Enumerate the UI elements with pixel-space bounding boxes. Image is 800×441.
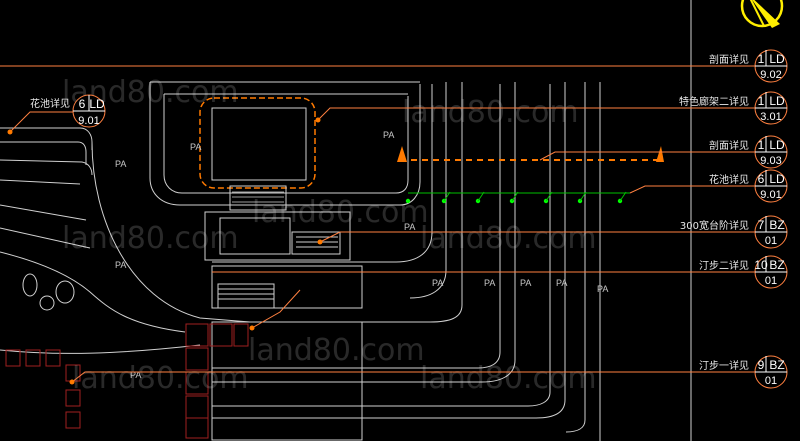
callout-text: 花池详见 <box>709 173 749 186</box>
callout-code: BZ <box>769 358 784 372</box>
steps-and-walls <box>204 211 363 441</box>
callout-sheet: 3.01 <box>760 111 781 123</box>
callout-1[interactable]: 特色廊架二详见 1 LD 3.01 <box>679 91 788 125</box>
planting-bands <box>0 127 251 354</box>
callout-sheet: 01 <box>765 275 777 287</box>
callout-sheet: 9.03 <box>760 155 781 167</box>
callout-text: 剖面详见 <box>709 53 749 66</box>
watermark: land80.com <box>72 361 249 396</box>
green-tick <box>477 191 485 202</box>
leader-lines <box>0 65 756 383</box>
area-labels: PA PA PA PA PA PA PA PA PA PA PA <box>115 130 608 380</box>
callout-code: LD <box>769 172 785 186</box>
pa-label: PA <box>556 278 567 288</box>
callout-code: LD <box>769 138 785 152</box>
green-dot-marker <box>405 198 411 204</box>
green-tick <box>511 191 519 202</box>
callout-sheet: 01 <box>765 235 777 247</box>
section-line <box>397 146 664 162</box>
watermark: land80.com <box>420 361 597 396</box>
callout-num: 1 <box>758 94 765 108</box>
callout-text: 花池详见 <box>30 97 70 110</box>
callout-sheet: 01 <box>765 375 777 387</box>
callout-num: 1 <box>758 138 765 152</box>
pa-label: PA <box>432 278 443 288</box>
pa-label: PA <box>130 370 141 380</box>
callout-num: 6 <box>758 172 765 186</box>
leader-dots <box>7 117 323 385</box>
green-tick <box>545 191 553 202</box>
callout-code: BZ <box>769 258 784 272</box>
callout-text: 特色廊架二详见 <box>679 95 749 108</box>
callout-sheet: 9.01 <box>760 189 781 201</box>
watermark: land80.com <box>62 221 239 256</box>
section-arrow-icon <box>656 146 664 162</box>
callout-text: 汀步二详见 <box>699 259 749 272</box>
pa-label: PA <box>484 278 495 288</box>
green-tick <box>579 191 587 202</box>
callout-num: 1 <box>758 52 765 66</box>
watermarks: land80.com land80.com land80.com land80.… <box>62 75 597 396</box>
watermark: land80.com <box>248 333 425 368</box>
callout-3[interactable]: 花池详见 6 LD 9.01 <box>709 169 788 203</box>
callout-text: 剖面详见 <box>709 139 749 152</box>
watermark: land80.com <box>252 195 429 230</box>
pa-label: PA <box>383 130 394 140</box>
green-tick <box>443 191 451 202</box>
callout-num: 7 <box>758 218 765 232</box>
green-edge-line <box>405 191 630 204</box>
callout-text: 300宽台阶详见 <box>680 219 749 232</box>
path-outlines <box>149 81 601 441</box>
callout-num: 10 <box>754 258 768 272</box>
callout-num: 6 <box>79 97 86 111</box>
pa-label: PA <box>404 222 415 232</box>
callout-0[interactable]: 剖面详见 1 LD 9.02 <box>709 49 788 83</box>
watermark: land80.com <box>420 221 597 256</box>
section-arrow-icon <box>397 146 407 162</box>
pa-label: PA <box>115 260 126 270</box>
north-arrow-icon <box>740 0 784 28</box>
green-tick <box>619 191 627 202</box>
callout-sheet: 9.02 <box>760 69 781 81</box>
callout-code: LD <box>89 97 105 111</box>
callout-code: BZ <box>769 218 784 232</box>
pa-label: PA <box>190 142 201 152</box>
callout-6[interactable]: 汀步一详见 9 BZ 01 <box>699 355 788 389</box>
feature-pavilion <box>199 97 316 211</box>
callout-text: 汀步一详见 <box>699 359 749 372</box>
watermark: land80.com <box>402 95 579 130</box>
pa-label: PA <box>597 284 608 294</box>
callout-code: LD <box>769 94 785 108</box>
pa-label: PA <box>115 159 126 169</box>
callout-left[interactable]: 花池详见 6 LD 9.01 <box>30 94 106 128</box>
callout-sheet: 9.01 <box>78 115 99 127</box>
callout-num: 9 <box>758 358 765 372</box>
pa-label: PA <box>520 278 531 288</box>
callout-4[interactable]: 300宽台阶详见 7 BZ 01 <box>680 215 788 249</box>
callout-2[interactable]: 剖面详见 1 LD 9.03 <box>709 135 788 169</box>
stepping-stones <box>22 273 75 311</box>
callout-code: LD <box>769 52 785 66</box>
